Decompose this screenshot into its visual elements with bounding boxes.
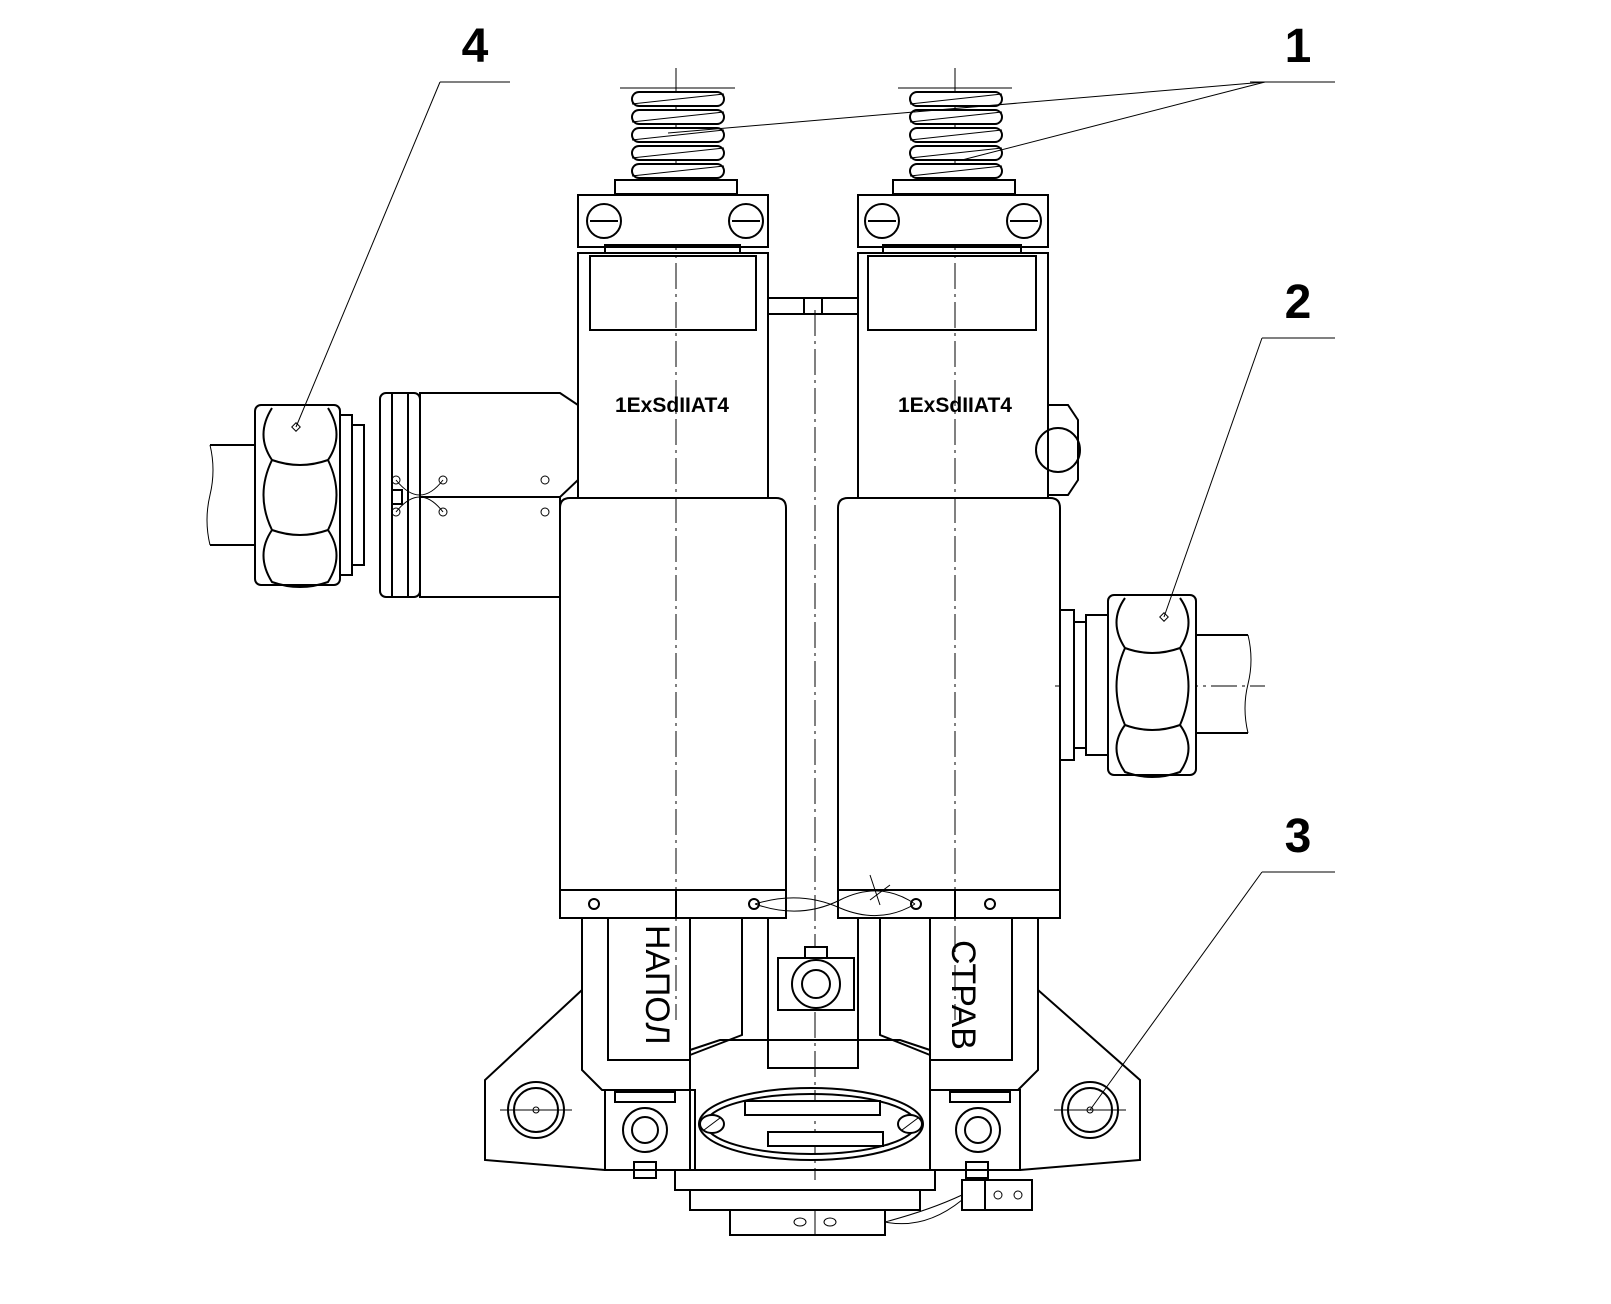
seal-wire-middle — [754, 874, 916, 917]
right-cable-gland — [1059, 594, 1252, 778]
callout-1: 1 — [1285, 20, 1312, 73]
left-marking: 1ExSdIIAT4 — [615, 394, 729, 417]
right-side-boss — [1035, 404, 1081, 496]
left-top-clamp — [577, 194, 769, 254]
right-upper-housing: 1ExSdIIAT4 — [857, 252, 1049, 499]
connecting-bar — [767, 297, 859, 315]
right-marking: 1ExSdIIAT4 — [898, 394, 1012, 417]
right-top-clamp — [857, 194, 1049, 254]
left-conduit-spring — [614, 87, 738, 195]
left-upper-housing: 1ExSdIIAT4 — [577, 252, 769, 499]
left-lower-body — [559, 497, 787, 919]
left-side-label: НАПОЛ — [638, 925, 676, 1045]
right-lower-body — [837, 497, 1061, 919]
left-cable-gland — [206, 392, 579, 598]
callout-2: 2 — [1285, 276, 1312, 329]
right-side-label: СТРАВ — [944, 940, 982, 1050]
right-conduit-spring — [892, 87, 1016, 195]
leader-lines — [295, 81, 1335, 1111]
callout-3: 3 — [1285, 810, 1312, 863]
lower-base — [484, 918, 1141, 1236]
callout-4: 4 — [462, 20, 489, 73]
